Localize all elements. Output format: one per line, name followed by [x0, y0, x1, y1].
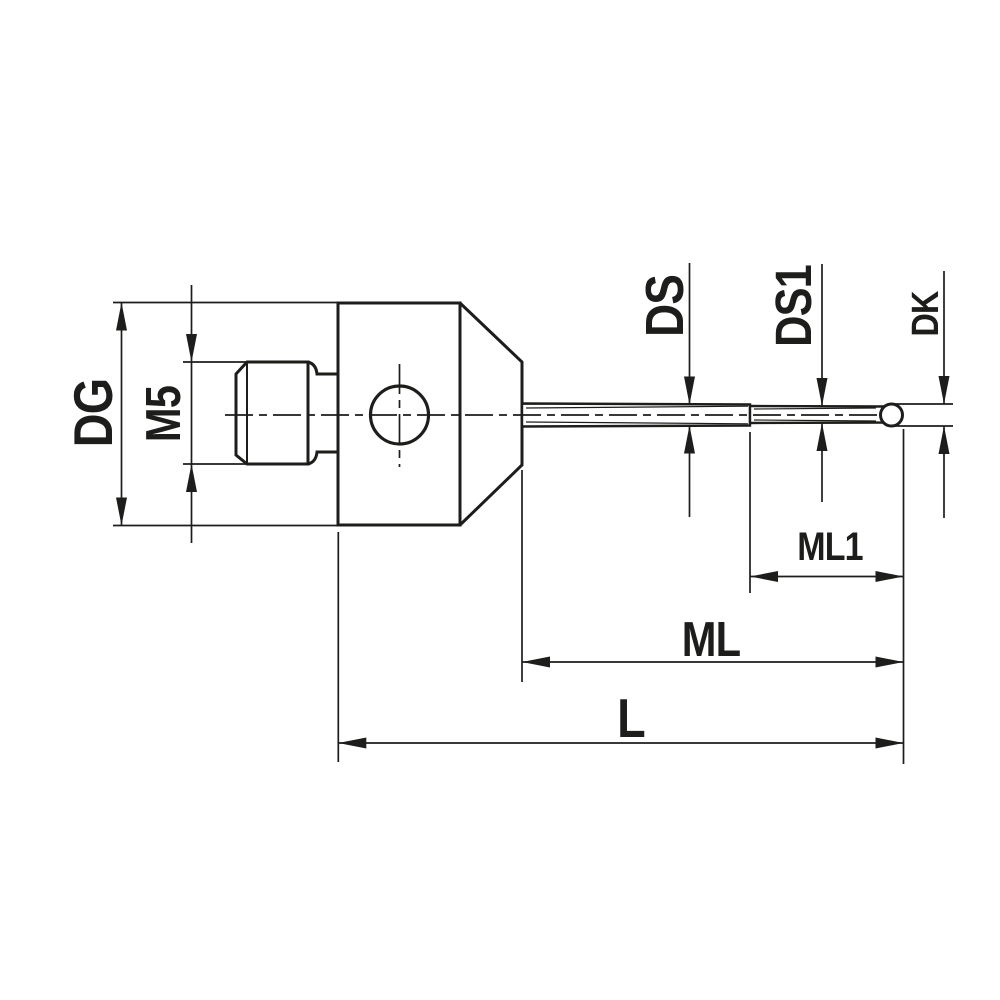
- thread-neck-bottom: [307, 450, 339, 466]
- ml1-arrow-right: [875, 571, 904, 582]
- l-arrow-right: [875, 737, 904, 749]
- ds-arrow-down: [684, 376, 695, 405]
- centerlines: [225, 364, 877, 467]
- holder-cone: [458, 301, 524, 527]
- ml1-label: ML1: [797, 523, 863, 568]
- stem-ds-taper-bottom: [525, 421, 749, 425]
- ml-arrow-right: [875, 656, 904, 668]
- ds-arrow-up: [684, 425, 695, 454]
- l-arrow-left: [338, 737, 367, 749]
- stem-ds1-taper-bottom: [753, 419, 877, 422]
- ml-label: ML: [682, 612, 741, 667]
- dg-label: DG: [62, 379, 123, 447]
- l-label: L: [617, 687, 645, 748]
- dim-ml: ML: [521, 470, 904, 682]
- ball-tip: [879, 402, 904, 428]
- stem-ds-taper-top: [525, 405, 749, 409]
- dk-label: DK: [905, 290, 947, 336]
- ds-label: DS: [635, 275, 695, 337]
- ml1-arrow-left: [750, 571, 778, 582]
- dim-ml1: ML1: [749, 432, 904, 593]
- dim-ds: DS: [635, 263, 695, 517]
- dk-arrow-down: [938, 376, 950, 404]
- dg-arrow-up: [116, 302, 127, 331]
- stem-ds1-taper-top: [753, 407, 877, 410]
- dim-m5: M5: [136, 285, 246, 543]
- m5-arrow-down: [186, 334, 197, 362]
- ds1-label: DS1: [766, 265, 823, 347]
- dim-ds1: DS1: [766, 264, 828, 502]
- dg-arrow-down: [116, 497, 127, 526]
- ds1-arrow-down: [816, 378, 828, 406]
- dim-dg: DG: [62, 301, 337, 527]
- dk-arrow-up: [938, 426, 950, 454]
- dim-l: L: [337, 532, 904, 762]
- dim-dk: DK: [893, 271, 953, 518]
- thread-neck-top: [307, 360, 339, 376]
- m5-arrow-up: [186, 464, 197, 492]
- ml-arrow-left: [522, 656, 550, 668]
- m5-label: M5: [136, 385, 191, 442]
- ds1-arrow-up: [816, 423, 828, 451]
